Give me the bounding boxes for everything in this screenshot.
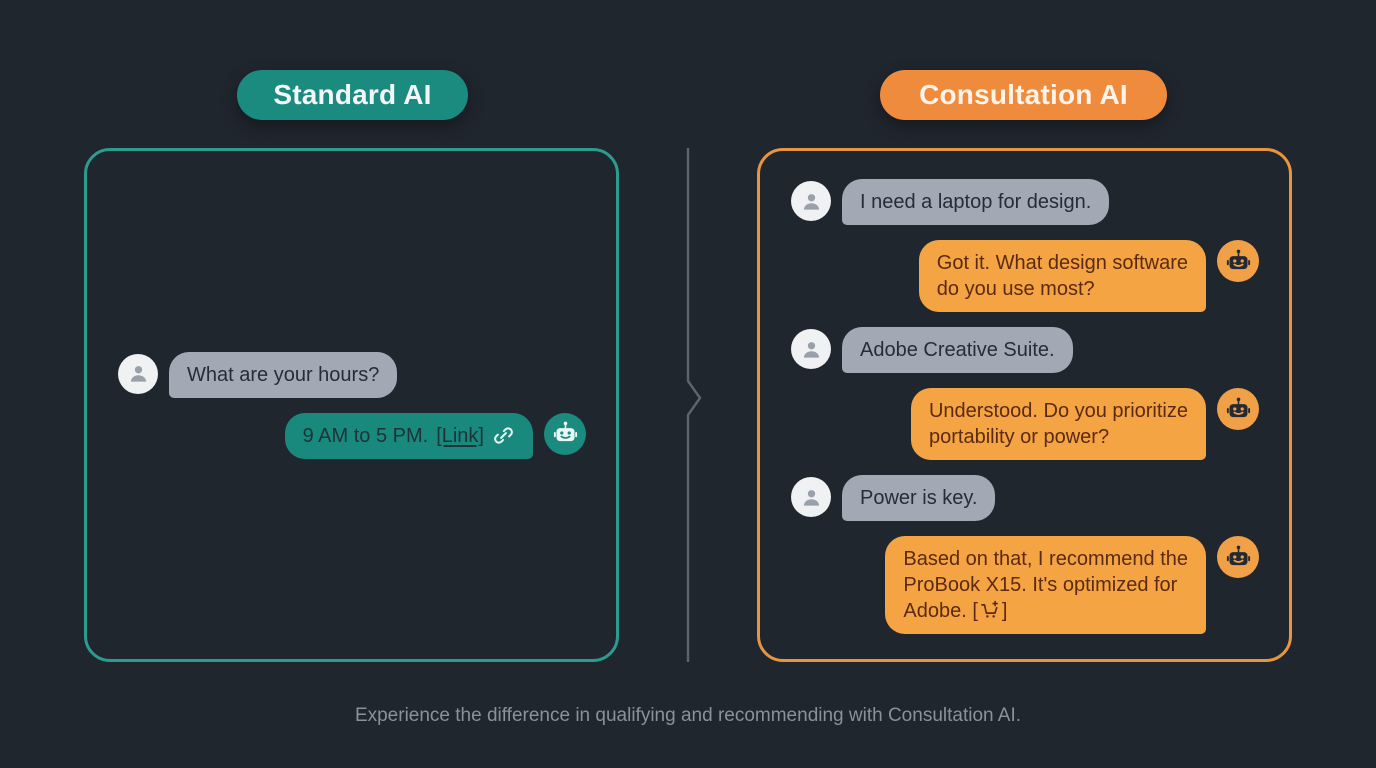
bracket-close: ]	[1001, 600, 1008, 622]
bot-avatar	[1217, 388, 1259, 430]
message-text: Based on that, I recommend the ProBook X…	[903, 548, 1188, 622]
chat-message-user: I need a laptop for design.	[791, 179, 1259, 225]
standard-ai-header-pill: Standard AI	[237, 70, 468, 120]
divider-chevron-right-icon	[686, 148, 702, 662]
message-text: Got it. What design software do you use …	[936, 252, 1188, 300]
message-text: 9 AM to 5 PM.	[302, 424, 429, 447]
robot-icon	[1226, 249, 1250, 269]
standard-ai-chat-panel: What are your hours? 9 AM to 5 PM. [Link…	[84, 148, 619, 662]
user-avatar	[791, 477, 831, 517]
message-text: What are your hours?	[187, 363, 380, 386]
inline-cart-cta: [ ]	[972, 600, 1007, 622]
bot-avatar	[1217, 536, 1259, 578]
user-avatar	[791, 329, 831, 369]
chat-message-user: Adobe Creative Suite.	[791, 327, 1259, 373]
user-avatar	[118, 353, 158, 394]
footer-caption: Experience the difference in qualifying …	[354, 705, 1022, 726]
chat-message-user: Power is key.	[791, 475, 1259, 521]
chat-message-bot: Based on that, I recommend the ProBook X…	[791, 536, 1259, 634]
person-icon	[130, 366, 146, 382]
bot-avatar	[544, 412, 586, 455]
message-text: Power is key.	[860, 487, 978, 509]
robot-icon	[553, 421, 577, 442]
robot-icon	[1226, 545, 1250, 565]
bot-message-bubble: Got it. What design software do you use …	[918, 240, 1206, 312]
bot-message-bubble: Understood. Do you prioritize portabilit…	[910, 388, 1206, 460]
user-avatar	[791, 181, 831, 221]
bracket-open: [	[972, 600, 978, 622]
message-text: Adobe Creative Suite.	[860, 339, 1055, 361]
consultation-ai-header-pill: Consultation AI	[880, 70, 1167, 120]
user-message-bubble: What are your hours?	[169, 351, 398, 398]
consultation-ai-chat-panel: I need a laptop for design. Got it. What…	[757, 148, 1292, 662]
user-message-bubble: Power is key.	[842, 475, 996, 521]
message-text: I need a laptop for design.	[860, 191, 1092, 213]
chat-message-user: What are your hours?	[118, 351, 586, 398]
person-icon	[803, 341, 819, 358]
chat-message-bot: Got it. What design software do you use …	[791, 240, 1259, 312]
robot-icon	[1226, 397, 1250, 417]
cart-plus-icon[interactable]	[979, 599, 1001, 621]
bot-message-bubble: Based on that, I recommend the ProBook X…	[885, 536, 1206, 634]
user-message-bubble: Adobe Creative Suite.	[842, 327, 1073, 373]
link-icon[interactable]	[492, 424, 515, 447]
inline-link[interactable]: [Link]	[436, 424, 484, 447]
user-message-bubble: I need a laptop for design.	[842, 179, 1110, 225]
chat-message-bot: Understood. Do you prioritize portabilit…	[791, 388, 1259, 460]
bot-message-bubble: 9 AM to 5 PM. [Link]	[284, 412, 533, 459]
person-icon	[803, 489, 819, 506]
person-icon	[803, 193, 819, 210]
message-text: Understood. Do you prioritize portabilit…	[928, 400, 1188, 448]
chat-message-bot: 9 AM to 5 PM. [Link]	[118, 412, 586, 459]
bot-avatar	[1217, 240, 1259, 282]
